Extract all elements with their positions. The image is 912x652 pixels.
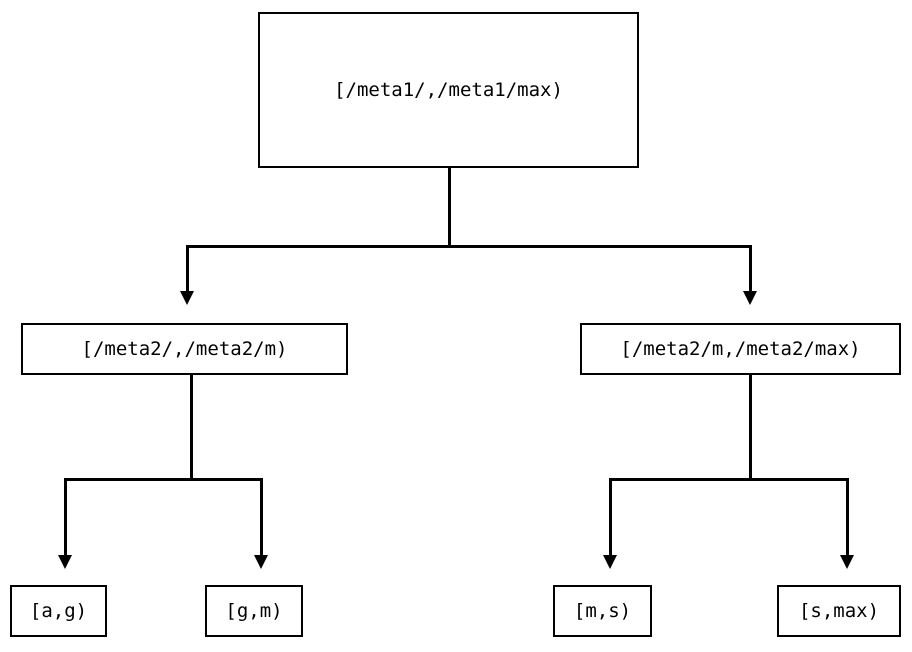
edge-mid-left-crossbar [64, 478, 263, 481]
arrowhead-mid-right-to-leaf-ms [603, 555, 617, 569]
tree-node-leaf-smax[interactable]: [s,max) [777, 585, 901, 637]
tree-node-mid-right[interactable]: [/meta2/m,/meta2/max) [580, 323, 901, 375]
arrowhead-root-to-mid-left [180, 291, 194, 305]
arrowhead-mid-left-to-leaf-gm [254, 555, 268, 569]
edge-root-to-mid-left-drop [186, 245, 189, 292]
tree-node-mid-left[interactable]: [/meta2/,/meta2/m) [21, 323, 348, 375]
edge-mid-left-to-leaf-ag-drop [64, 478, 67, 556]
edge-root-crossbar [186, 245, 752, 248]
edge-root-stem [448, 168, 451, 248]
arrowhead-root-to-mid-right [743, 291, 757, 305]
edge-mid-right-to-leaf-ms-drop [609, 478, 612, 556]
edge-mid-right-to-leaf-smax-drop [846, 478, 849, 556]
tree-node-leaf-ag[interactable]: [a,g) [10, 585, 107, 637]
edge-mid-right-stem [749, 375, 752, 480]
edge-mid-right-crossbar [609, 478, 849, 481]
tree-node-root[interactable]: [/meta1/,/meta1/max) [258, 12, 639, 168]
edge-mid-left-to-leaf-gm-drop [260, 478, 263, 556]
edge-mid-left-stem [190, 375, 193, 480]
tree-node-leaf-gm[interactable]: [g,m) [205, 585, 303, 637]
tree-node-leaf-ms[interactable]: [m,s) [553, 585, 652, 637]
arrowhead-mid-left-to-leaf-ag [58, 555, 72, 569]
edge-root-to-mid-right-drop [749, 245, 752, 292]
arrowhead-mid-right-to-leaf-smax [840, 555, 854, 569]
